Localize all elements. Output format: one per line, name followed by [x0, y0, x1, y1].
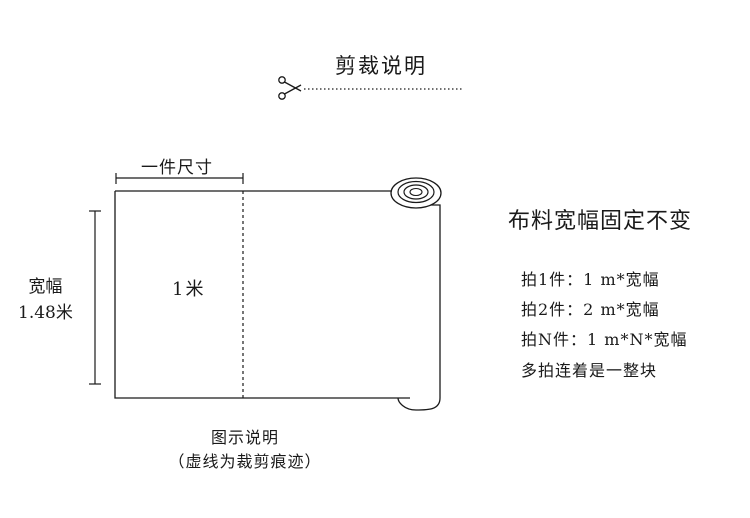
rule-item: 拍N件：1 m*N*宽幅	[521, 330, 688, 349]
caption-title: 图示说明	[210, 428, 279, 447]
page-title: 剪裁说明	[335, 54, 427, 78]
caption-note: （虚线为裁剪痕迹）	[168, 452, 322, 471]
roll-end-inner	[403, 184, 429, 200]
scissors-icon	[278, 76, 302, 100]
roll-body	[392, 190, 441, 411]
roll-end-mid	[397, 180, 435, 204]
fabric-sheet-outline	[114, 190, 410, 399]
rule-item: 拍1件：1 m*宽幅	[521, 270, 660, 289]
width-label-text: 宽幅	[28, 277, 63, 297]
roll-end-outer	[390, 177, 442, 209]
piece-size-label: 一件尺寸	[141, 158, 213, 178]
rule-item: 多拍连着是一整块	[521, 361, 658, 380]
piece-length-label: 1米	[172, 279, 206, 300]
rule-item: 拍2件：2 m*宽幅	[521, 300, 660, 319]
info-heading: 布料宽幅固定不变	[508, 209, 693, 234]
cut-line	[278, 76, 462, 100]
width-value: 1.48米	[18, 303, 73, 323]
roll-core	[409, 187, 423, 197]
width-label: 宽幅 1.48米	[18, 274, 73, 326]
